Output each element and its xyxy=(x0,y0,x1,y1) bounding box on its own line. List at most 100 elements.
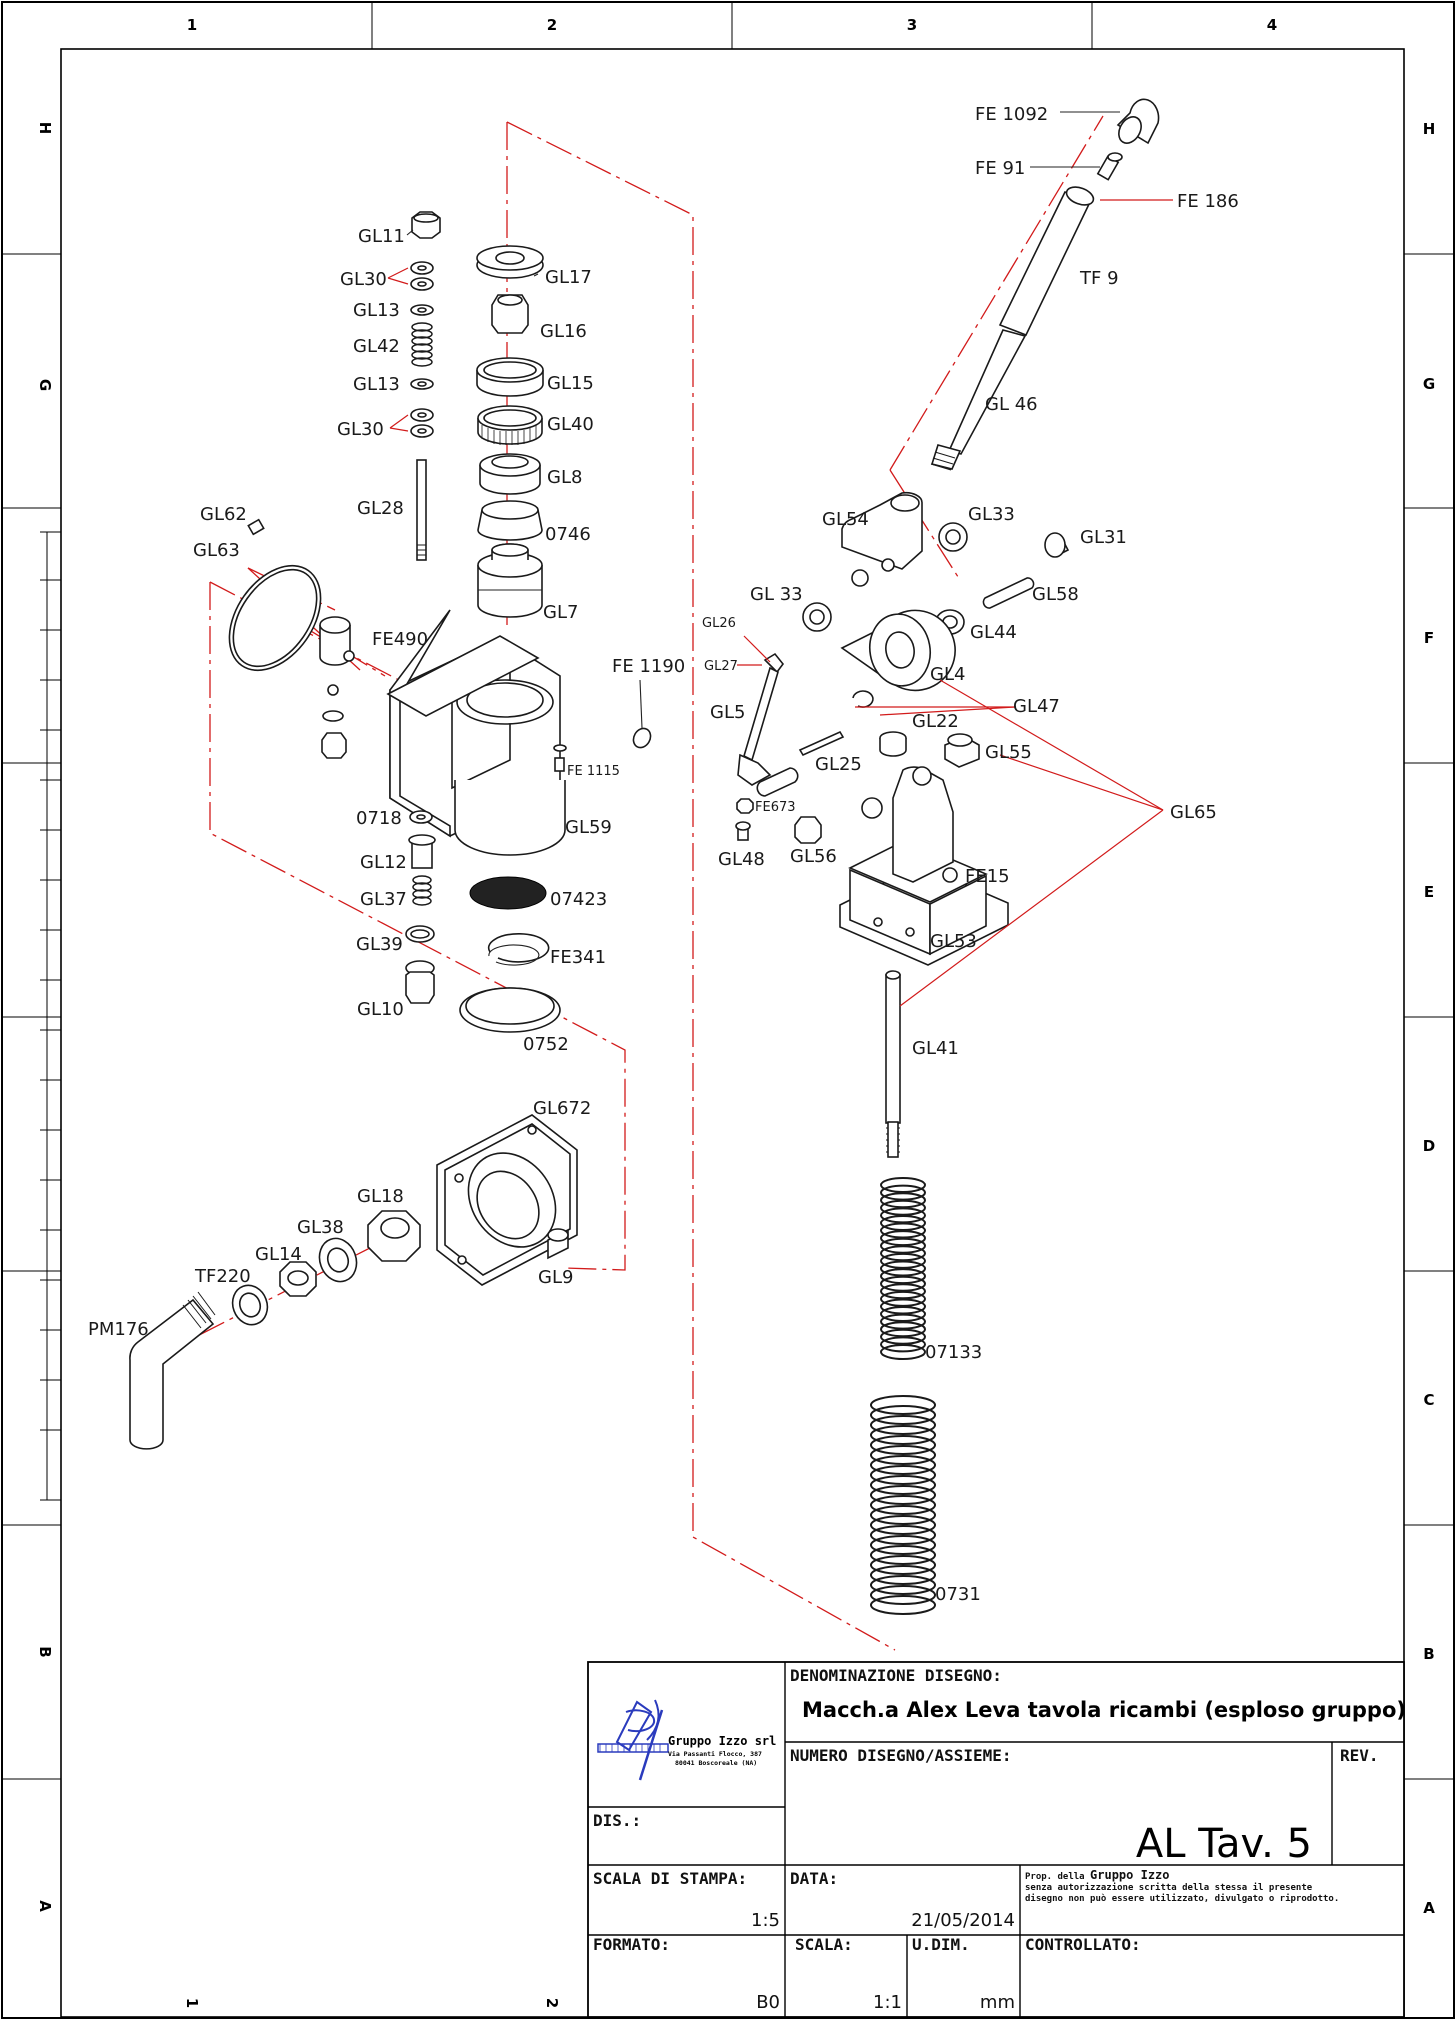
spring-coil xyxy=(870,1425,936,1445)
prop-line-1: Prop. della Gruppo Izzo xyxy=(1025,1868,1170,1882)
formato-label: FORMATO: xyxy=(593,1935,670,1954)
spring-coil xyxy=(880,1328,926,1345)
spring-coil xyxy=(880,1336,926,1353)
label-gl65[interactable]: GL65 xyxy=(1170,802,1217,823)
label-gl12[interactable]: GL12 xyxy=(360,852,407,873)
label-gl33-lower[interactable]: GL 33 xyxy=(750,584,803,605)
dis-label: DIS.: xyxy=(593,1811,641,1830)
label-gl26[interactable]: GL26 xyxy=(702,616,736,631)
label-0731[interactable]: 0731 xyxy=(935,1584,981,1605)
label-fe91[interactable]: FE 91 xyxy=(975,158,1025,179)
label-gl48[interactable]: GL48 xyxy=(718,849,765,870)
label-gl13-lower[interactable]: GL13 xyxy=(353,374,400,395)
label-fe1190[interactable]: FE 1190 xyxy=(612,656,685,677)
spring-coil xyxy=(880,1237,926,1254)
label-fe1092[interactable]: FE 1092 xyxy=(975,104,1048,125)
label-gl672[interactable]: GL672 xyxy=(533,1098,591,1119)
label-gl37[interactable]: GL37 xyxy=(360,889,407,910)
spring-coil xyxy=(870,1445,936,1465)
label-gl10[interactable]: GL10 xyxy=(357,999,404,1020)
label-gl46[interactable]: GL 46 xyxy=(985,394,1038,415)
zone-row-a-right: A xyxy=(1423,1899,1435,1917)
label-gl59[interactable]: GL59 xyxy=(565,817,612,838)
spring-coil xyxy=(880,1199,926,1216)
company-logo xyxy=(597,1699,669,1781)
label-0746[interactable]: 0746 xyxy=(545,524,591,545)
label-gl63[interactable]: GL63 xyxy=(193,540,240,561)
data-label: DATA: xyxy=(790,1869,838,1888)
label-gl25[interactable]: GL25 xyxy=(815,754,862,775)
label-tf9[interactable]: TF 9 xyxy=(1079,268,1119,289)
label-gl9[interactable]: GL9 xyxy=(538,1267,573,1288)
group-head-stack xyxy=(476,245,544,618)
label-gl30-upper[interactable]: GL30 xyxy=(340,269,387,290)
label-fe673[interactable]: FE673 xyxy=(755,800,796,815)
label-gl17[interactable]: GL17 xyxy=(545,267,592,288)
label-fe341[interactable]: FE341 xyxy=(550,947,606,968)
label-gl4[interactable]: GL4 xyxy=(930,664,965,685)
spring-coil xyxy=(870,1405,936,1425)
spring-coil xyxy=(880,1306,926,1322)
label-0718[interactable]: 0718 xyxy=(356,808,402,829)
zone-row-g-left: G xyxy=(36,379,54,391)
label-07133[interactable]: 07133 xyxy=(925,1342,982,1363)
label-gl62[interactable]: GL62 xyxy=(200,504,247,525)
zone-row-f-right: F xyxy=(1424,629,1434,647)
label-gl28[interactable]: GL28 xyxy=(357,498,404,519)
label-gl7[interactable]: GL7 xyxy=(543,602,578,623)
spring-coil xyxy=(880,1184,926,1201)
label-gl5[interactable]: GL5 xyxy=(710,702,745,723)
label-gl56[interactable]: GL56 xyxy=(790,846,837,867)
title-block: Gruppo Izzo srl Via Passanti Flocco, 387… xyxy=(587,1661,1406,2018)
label-gl39[interactable]: GL39 xyxy=(356,934,403,955)
label-gl31[interactable]: GL31 xyxy=(1080,527,1127,548)
spring-coil xyxy=(870,1465,936,1485)
label-fe186[interactable]: FE 186 xyxy=(1177,191,1239,212)
spring-coil xyxy=(880,1313,926,1330)
spring-coil xyxy=(880,1321,926,1338)
spring-coil xyxy=(880,1268,926,1285)
spring-coil xyxy=(870,1495,936,1515)
spring-coil xyxy=(870,1585,936,1605)
company-address-2: 80041 Boscoreale (NA) xyxy=(675,1759,757,1767)
label-fe490[interactable]: FE490 xyxy=(372,629,428,650)
spring-coil xyxy=(870,1395,936,1415)
group-lever xyxy=(930,98,1160,471)
label-0752[interactable]: 0752 xyxy=(523,1034,569,1055)
label-gl41[interactable]: GL41 xyxy=(912,1038,959,1059)
label-gl11[interactable]: GL11 xyxy=(358,226,405,247)
label-fe1115[interactable]: FE 1115 xyxy=(567,764,620,779)
springs[interactable] xyxy=(870,1177,936,1615)
label-gl53[interactable]: GL53 xyxy=(930,931,977,952)
label-gl38[interactable]: GL38 xyxy=(297,1217,344,1238)
spring-coil xyxy=(880,1275,926,1292)
label-gl55[interactable]: GL55 xyxy=(985,742,1032,763)
zone-row-d-right: D xyxy=(1423,1137,1435,1155)
label-gl16[interactable]: GL16 xyxy=(540,321,587,342)
label-gl44[interactable]: GL44 xyxy=(970,622,1017,643)
label-gl33-upper[interactable]: GL33 xyxy=(968,504,1015,525)
label-gl18[interactable]: GL18 xyxy=(357,1186,404,1207)
label-gl47[interactable]: GL47 xyxy=(1013,696,1060,717)
spring-coil xyxy=(870,1505,936,1525)
label-gl8[interactable]: GL8 xyxy=(547,467,582,488)
label-pm176[interactable]: PM176 xyxy=(88,1319,149,1340)
label-tf220[interactable]: TF220 xyxy=(194,1266,251,1287)
label-gl30-lower[interactable]: GL30 xyxy=(337,419,384,440)
label-gl14[interactable]: GL14 xyxy=(255,1244,302,1265)
label-07423[interactable]: 07423 xyxy=(550,889,607,910)
label-gl22[interactable]: GL22 xyxy=(912,711,959,732)
label-gl58[interactable]: GL58 xyxy=(1032,584,1079,605)
zone-col-2: 2 xyxy=(547,16,557,34)
label-gl42[interactable]: GL42 xyxy=(353,336,400,357)
label-gl54[interactable]: GL54 xyxy=(822,509,869,530)
numero-disegno-label: NUMERO DISEGNO/ASSIEME: xyxy=(790,1746,1012,1765)
zone-row-b-left: B xyxy=(36,1646,54,1657)
label-gl15[interactable]: GL15 xyxy=(547,373,594,394)
spring-coil xyxy=(870,1475,936,1495)
spring-coil xyxy=(870,1565,936,1585)
label-gl13-upper[interactable]: GL13 xyxy=(353,300,400,321)
label-gl27[interactable]: GL27 xyxy=(704,659,738,674)
label-fe15[interactable]: FE15 xyxy=(965,866,1010,887)
label-gl40[interactable]: GL40 xyxy=(547,414,594,435)
